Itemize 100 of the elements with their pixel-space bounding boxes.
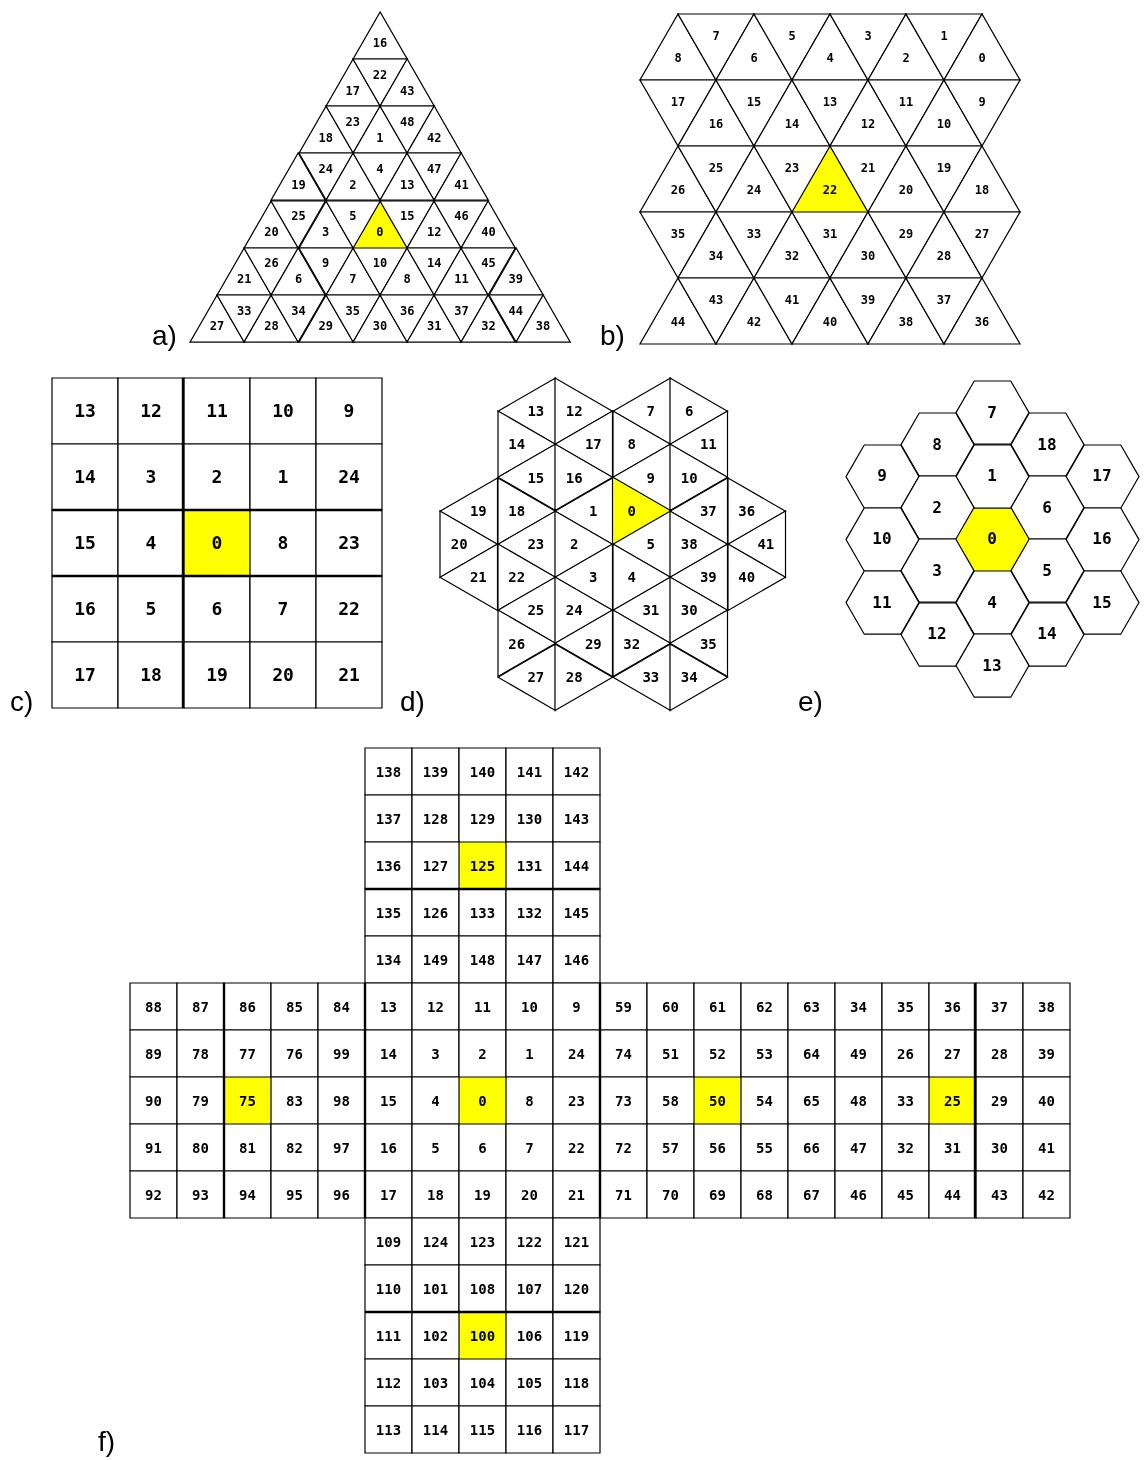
- square-tile: 4: [118, 510, 184, 576]
- square-tile: 105: [506, 1359, 553, 1406]
- square-tile: 15: [52, 510, 118, 576]
- square-tile: 130: [506, 795, 553, 842]
- square-tile: 118: [553, 1359, 600, 1406]
- hexagon-tile: 9: [845, 444, 919, 508]
- square-tile: 10: [506, 983, 553, 1030]
- square-tile: 123: [459, 1218, 506, 1265]
- square-tile: 19: [184, 642, 250, 708]
- square-tile: 20: [506, 1171, 553, 1218]
- square-tile: 6: [459, 1124, 506, 1171]
- square-tile: 78: [177, 1030, 224, 1077]
- square-tile: 66: [788, 1124, 835, 1171]
- square-tile: 80: [177, 1124, 224, 1171]
- square-tile: 21: [553, 1171, 600, 1218]
- square-tile: 29: [976, 1077, 1023, 1124]
- hexagon-tile: 10: [845, 507, 919, 571]
- square-tile: 112: [365, 1359, 412, 1406]
- hexagon-tile: 8: [900, 413, 974, 477]
- square-tile: 62: [741, 983, 788, 1030]
- square-tile: 108: [459, 1265, 506, 1312]
- square-tile: 2: [459, 1030, 506, 1077]
- square-tile: 36: [929, 983, 976, 1030]
- hexagon-tile: 16: [1065, 507, 1139, 571]
- square-tile: 44: [929, 1171, 976, 1218]
- square-tile: 69: [694, 1171, 741, 1218]
- square-tile: 76: [271, 1030, 318, 1077]
- square-tile: 94: [224, 1171, 271, 1218]
- square-tile: 141: [506, 748, 553, 795]
- square-tile: 12: [412, 983, 459, 1030]
- hexagon-tile: 2: [900, 476, 974, 540]
- square-tile: 17: [52, 642, 118, 708]
- square-tile: 92: [130, 1171, 177, 1218]
- square-tile: 107: [506, 1265, 553, 1312]
- square-tile: 83: [271, 1077, 318, 1124]
- square-tile: 39: [1023, 1030, 1070, 1077]
- square-tile: 79: [177, 1077, 224, 1124]
- square-tile: 5: [118, 576, 184, 642]
- square-tile: 121: [553, 1218, 600, 1265]
- square-tile: 21: [316, 642, 382, 708]
- square-tile: 116: [506, 1406, 553, 1453]
- square-tile: 98: [318, 1077, 365, 1124]
- square-tile: 110: [365, 1265, 412, 1312]
- panel-letter: d): [400, 688, 425, 716]
- square-tile: 64: [788, 1030, 835, 1077]
- square-tile: 131: [506, 842, 553, 889]
- hexagon-tile: 15: [1065, 571, 1139, 635]
- square-tile: 16: [52, 576, 118, 642]
- square-tile: 70: [647, 1171, 694, 1218]
- hexagon-tile: 14: [1010, 602, 1084, 666]
- square-tile: 8: [506, 1077, 553, 1124]
- square-tile: 7: [506, 1124, 553, 1171]
- square-tile: 84: [318, 983, 365, 1030]
- square-tile: 87: [177, 983, 224, 1030]
- square-tile: 49: [835, 1030, 882, 1077]
- hexagon-tile: 4: [955, 571, 1029, 635]
- square-tile: 82: [271, 1124, 318, 1171]
- square-tile: 47: [835, 1124, 882, 1171]
- square-tile: 138: [365, 748, 412, 795]
- hexagon-tile: 5: [1010, 539, 1084, 603]
- square-tile: 143: [553, 795, 600, 842]
- square-tile: 23: [316, 510, 382, 576]
- square-tile: 91: [130, 1124, 177, 1171]
- square-tile: 53: [741, 1030, 788, 1077]
- square-tile: 128: [412, 795, 459, 842]
- hexagon-tile: 1: [955, 444, 1029, 508]
- square-tile: 60: [647, 983, 694, 1030]
- square-tile: 34: [835, 983, 882, 1030]
- square-tile: 89: [130, 1030, 177, 1077]
- square-tile: 95: [271, 1171, 318, 1218]
- square-tile: 149: [412, 936, 459, 983]
- square-tile: 13: [52, 378, 118, 444]
- square-tile: 18: [412, 1171, 459, 1218]
- hexagon-tile: 3: [900, 539, 974, 603]
- square-tile: 96: [318, 1171, 365, 1218]
- square-tile: 31: [929, 1124, 976, 1171]
- square-tile: 11: [184, 378, 250, 444]
- square-tile: 1: [250, 444, 316, 510]
- square-tile: 12: [118, 378, 184, 444]
- square-tile: 43: [976, 1171, 1023, 1218]
- square-tile: 65: [788, 1077, 835, 1124]
- square-tile: 24: [553, 1030, 600, 1077]
- square-tile: 144: [553, 842, 600, 889]
- square-tile: 129: [459, 795, 506, 842]
- square-tile: 88: [130, 983, 177, 1030]
- square-tile: 0: [184, 510, 250, 576]
- square-tile: 68: [741, 1171, 788, 1218]
- square-tile: 63: [788, 983, 835, 1030]
- square-tile: 45: [882, 1171, 929, 1218]
- square-tile: 97: [318, 1124, 365, 1171]
- triangle-tile: 16: [352, 12, 408, 60]
- square-tile: 10: [250, 378, 316, 444]
- square-tile: 7: [250, 576, 316, 642]
- square-tile: 46: [835, 1171, 882, 1218]
- square-tile: 41: [1023, 1124, 1070, 1171]
- square-tile: 5: [412, 1124, 459, 1171]
- hexagon-tile: 0: [955, 507, 1029, 571]
- panel-letter: b): [600, 322, 625, 350]
- square-tile: 37: [976, 983, 1023, 1030]
- square-tile: 28: [976, 1030, 1023, 1077]
